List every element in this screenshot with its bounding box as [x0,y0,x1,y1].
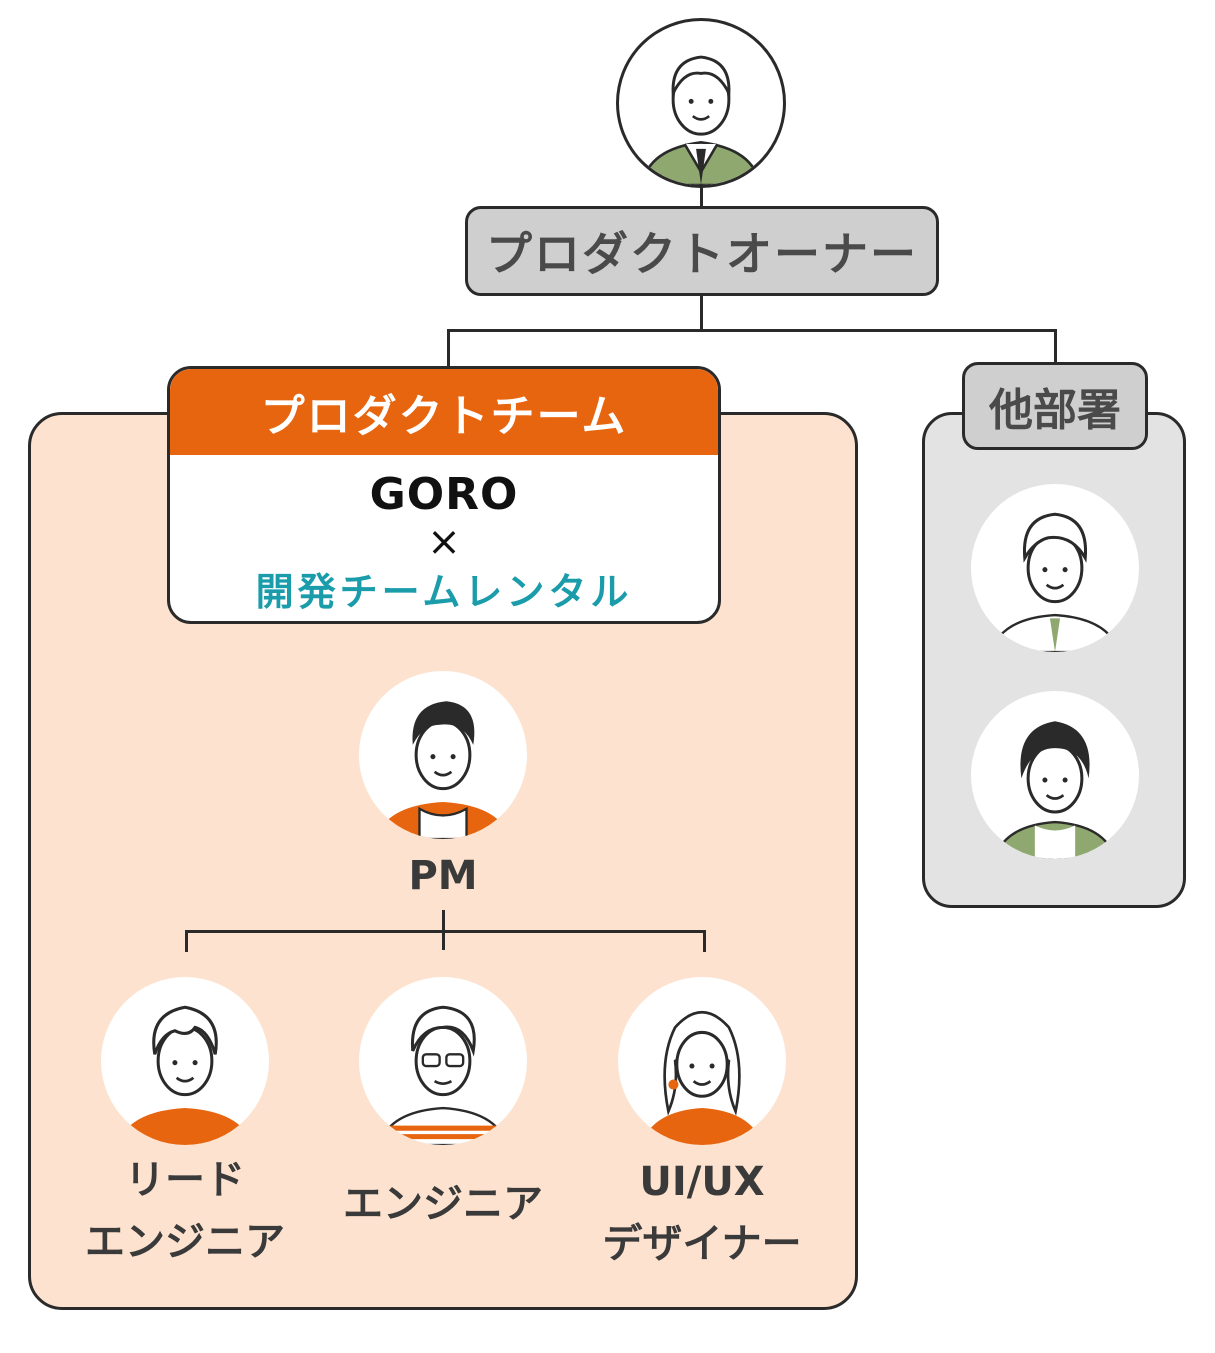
connector-to-team [447,329,450,369]
lead-engineer-label-1: リード [125,1157,245,1203]
designer-avatar [618,977,786,1145]
lead-engineer-avatar [101,977,269,1145]
connector-owner-to-box [700,186,703,208]
pm-avatar [359,671,527,839]
product-owner-label: プロダクトオーナー [465,206,939,296]
engineer-label: エンジニア [343,1181,543,1227]
connector-branch-horizontal [447,329,1057,332]
product-team-header: プロダクトチーム [170,369,718,455]
other-department-label: 他部署 [962,362,1148,450]
person-icon [375,701,511,839]
times-symbol: × [427,519,461,565]
person-icon [377,1005,509,1145]
connector-owner-down [700,294,703,332]
person-icon [989,512,1121,652]
pm-label: PM [408,853,478,899]
person-icon [641,1011,763,1145]
connector-to-designer [703,930,706,952]
goro-logo: GORO [369,469,519,520]
connector-pm-horizontal [185,930,706,933]
designer-label-2: デザイナー [602,1221,802,1267]
product-owner-avatar [616,18,786,188]
lead-engineer-label-2: エンジニア [85,1219,285,1265]
connector-to-other [1054,329,1057,365]
other-member-1-avatar [971,484,1139,652]
person-icon [640,55,762,185]
designer-label-1: UI/UX [639,1159,765,1205]
connector-to-lead [185,930,188,952]
person-icon [993,721,1117,859]
product-team-card: プロダクトチーム GORO × 開発チームレンタル [167,366,721,624]
person-icon [117,1005,253,1145]
team-rental-label: 開発チームレンタル [255,570,633,614]
engineer-avatar [359,977,527,1145]
other-member-2-avatar [971,691,1139,859]
